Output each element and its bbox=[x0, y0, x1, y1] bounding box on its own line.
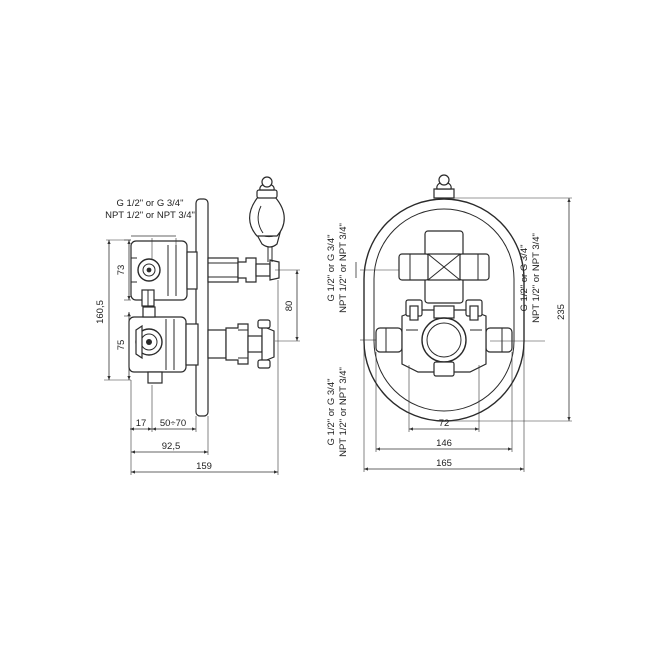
front-dim-72: 72 bbox=[439, 418, 450, 429]
front-connection-upper-label: G 1/2" or G 3/4" NPT 1/2" or NPT 3/4" bbox=[326, 223, 349, 313]
side-dim-50-70: 50÷70 bbox=[160, 418, 186, 429]
escutcheon-inner bbox=[373, 208, 515, 412]
front-lower-label-line2: NPT 1/2" or NPT 3/4" bbox=[338, 367, 349, 457]
side-dim-75: 75 bbox=[116, 340, 127, 351]
front-connection-lower-label: G 1/2" or G 3/4" NPT 1/2" or NPT 3/4" bbox=[326, 367, 349, 457]
wall-plate bbox=[195, 198, 209, 417]
side-dim-73: 73 bbox=[116, 265, 127, 276]
front-dim-146: 146 bbox=[436, 438, 452, 449]
front-connection-right-label: G 1/2" or G 3/4" NPT 1/2" or NPT 3/4" bbox=[519, 233, 542, 323]
front-lower-label-line1: G 1/2" or G 3/4" bbox=[326, 379, 337, 446]
side-dim-160-5: 160,5 bbox=[95, 300, 106, 324]
side-dimensions bbox=[104, 235, 300, 475]
front-dim-235: 235 bbox=[556, 304, 567, 320]
valve-body bbox=[375, 299, 513, 377]
side-dim-92-5: 92,5 bbox=[162, 441, 181, 452]
front-dimensions bbox=[355, 197, 572, 472]
lower-body bbox=[128, 306, 199, 384]
side-dim-159: 159 bbox=[196, 461, 212, 472]
front-dim-165: 165 bbox=[436, 458, 452, 469]
side-connection-label-line1: G 1/2" or G 3/4" bbox=[117, 198, 184, 209]
side-dim-17: 17 bbox=[136, 418, 147, 429]
side-connection-label-line2: NPT 1/2" or NPT 3/4" bbox=[105, 210, 195, 221]
side-dim-80: 80 bbox=[284, 301, 295, 312]
front-right-label-line2: NPT 1/2" or NPT 3/4" bbox=[531, 233, 542, 323]
front-right-label-line1: G 1/2" or G 3/4" bbox=[519, 245, 530, 312]
front-upper-label-line1: G 1/2" or G 3/4" bbox=[326, 235, 337, 302]
side-view: G 1/2" or G 3/4" NPT 1/2" or NPT 3/4" 73… bbox=[95, 176, 300, 475]
diverter-cross bbox=[398, 230, 490, 304]
front-view: G 1/2" or G 3/4" NPT 1/2" or NPT 3/4" G … bbox=[326, 174, 572, 472]
front-upper-label-line2: NPT 1/2" or NPT 3/4" bbox=[338, 223, 349, 313]
diverter-handle bbox=[207, 176, 285, 283]
upper-inlet-body bbox=[130, 240, 198, 307]
top-finial bbox=[433, 174, 455, 199]
thermostatic-handle bbox=[207, 319, 275, 369]
